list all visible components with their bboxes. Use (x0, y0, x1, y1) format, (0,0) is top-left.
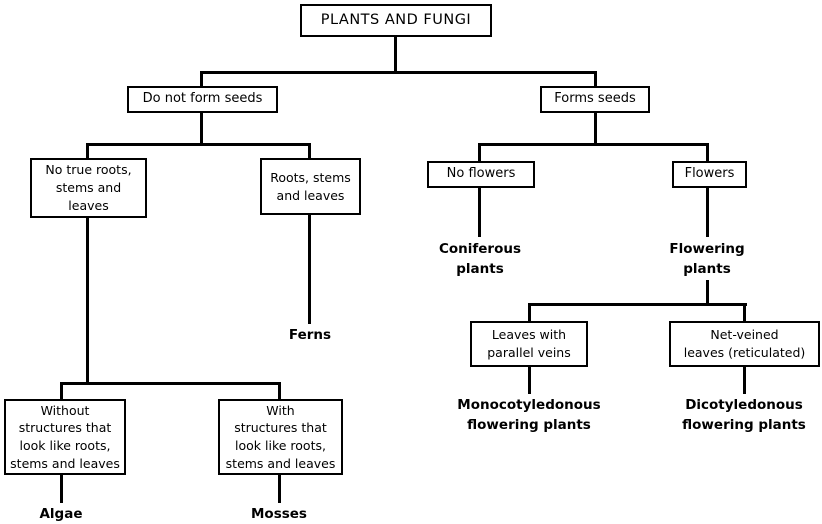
node-plants-and-fungi: PLANTS AND FUNGI (300, 4, 492, 37)
connector-drop-parallel-veins (528, 303, 531, 323)
node-no-flowers-label: No flowers (446, 166, 516, 182)
node-flowers: Flowers (672, 161, 747, 188)
result-algae: Algae (39, 506, 83, 522)
node-without-structures-label: Without structures that look like roots,… (10, 402, 120, 471)
node-flowers-label: Flowers (684, 166, 735, 182)
result-dicotyledonous: Dicotyledonous flowering plants (682, 397, 806, 434)
connector-to-ferns (308, 214, 311, 324)
node-no-true-roots: No true roots, stems and leaves (30, 158, 147, 218)
connector-no-seeds-crossbar (86, 143, 311, 146)
result-flowering-plants: Flowering plants (669, 241, 745, 278)
connector-structures-crossbar (60, 382, 281, 385)
connector-forms-seeds-stem (594, 112, 597, 146)
connector-drop-forms-seeds (594, 71, 597, 88)
connector-to-dicot (743, 366, 746, 394)
node-do-not-form-seeds: Do not form seeds (127, 86, 278, 113)
connector-drop-flowers (706, 143, 709, 163)
connector-flowering-stem (706, 280, 709, 306)
node-roots-stems-leaves-label: Roots, stems and leaves (270, 169, 351, 203)
node-no-flowers: No flowers (427, 161, 535, 188)
connector-drop-no-true-roots (86, 143, 89, 160)
connector-root-crossbar (200, 71, 597, 74)
result-mosses: Mosses (251, 506, 307, 522)
node-parallel-veins: Leaves with parallel veins (470, 321, 588, 367)
connector-root-stem (394, 36, 397, 73)
node-plants-and-fungi-label: PLANTS AND FUNGI (320, 12, 472, 29)
connector-no-seeds-stem (200, 112, 203, 146)
connector-to-coniferous (478, 187, 481, 237)
connector-forms-seeds-crossbar (478, 143, 709, 146)
node-with-structures-label: With structures that look like roots, st… (225, 402, 336, 471)
connector-drop-net-veined (743, 303, 746, 323)
connector-drop-roots-stems (308, 143, 311, 160)
connector-to-monocot (528, 366, 531, 394)
connector-to-algae (60, 473, 63, 503)
connector-drop-without-structures (60, 382, 63, 400)
node-forms-seeds-label: Forms seeds (554, 91, 636, 107)
connector-to-flowering (706, 187, 709, 237)
result-coniferous-plants: Coniferous plants (438, 241, 522, 278)
result-monocotyledonous: Monocotyledonous flowering plants (457, 397, 601, 434)
node-without-structures: Without structures that look like roots,… (4, 399, 126, 475)
node-with-structures: With structures that look like roots, st… (218, 399, 343, 475)
node-no-true-roots-label: No true roots, stems and leaves (45, 162, 132, 213)
connector-drop-no-seeds (200, 71, 203, 88)
connector-to-mosses (278, 473, 281, 503)
connector-no-true-roots-stem (86, 217, 89, 385)
connector-drop-with-structures (278, 382, 281, 400)
connector-drop-no-flowers (478, 143, 481, 163)
node-parallel-veins-label: Leaves with parallel veins (487, 327, 571, 360)
node-net-veined-label: Net-veined leaves (reticulated) (683, 327, 806, 360)
node-roots-stems-leaves: Roots, stems and leaves (260, 158, 361, 215)
result-ferns: Ferns (288, 327, 332, 343)
node-do-not-form-seeds-label: Do not form seeds (142, 91, 263, 107)
node-forms-seeds: Forms seeds (540, 86, 650, 113)
connector-veins-crossbar (528, 303, 747, 306)
node-net-veined: Net-veined leaves (reticulated) (669, 321, 820, 367)
